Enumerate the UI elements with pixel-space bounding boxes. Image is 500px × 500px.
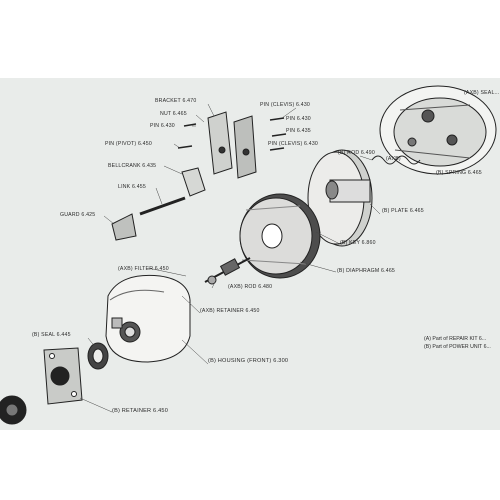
pins-part [177, 117, 287, 151]
label-b-housing-front: (B) HOUSING (FRONT) 6.300 [208, 358, 289, 364]
label-pin-pivot: PIN (PIVOT) 6.450 [105, 141, 152, 147]
label-bracket: BRACKET 6.470 [155, 98, 197, 104]
label-b-rod: (B) ROD 6.490 [338, 150, 375, 156]
gear-part [0, 395, 27, 425]
note-power-unit: (B) Part of POWER UNIT 6... [424, 344, 491, 350]
rear-housing-part [379, 85, 497, 175]
label-guard: GUARD 6.425 [60, 212, 96, 218]
exploded-view-drawing [0, 85, 497, 425]
note-repair-kit: (A) Part of REPAIR KIT 6... [424, 336, 487, 342]
label-axb-mid: (AXB) [386, 156, 401, 162]
label-pin-3: PIN 6.430 [286, 116, 311, 122]
bellcrank-part [181, 167, 206, 197]
diaphragm-part [239, 193, 321, 279]
label-b-retainer: (B) RETAINER 6.450 [112, 408, 169, 414]
seal-ring-part [87, 342, 109, 370]
bracket-part [207, 111, 257, 179]
link-part [139, 196, 186, 216]
plate-part [307, 149, 373, 247]
label-b-spring: (B) SPRING 6.465 [436, 170, 482, 176]
label-link: LINK 6.455 [118, 184, 146, 190]
label-axb-retainer: (AXB) RETAINER 6.450 [200, 308, 260, 314]
parts-diagram-sheet: BRACKET 6.470 NUT 6.465 PIN 6.430 PIN (P… [0, 78, 500, 430]
label-axb-rod: (AXB) ROD 6.480 [228, 284, 273, 290]
rod-assembly-part [204, 257, 251, 285]
label-pin-4: PIN 6.435 [286, 128, 311, 134]
label-nut: NUT 6.465 [160, 111, 187, 117]
label-b-plate: (B) PLATE 6.465 [382, 208, 424, 214]
guard-part [111, 213, 137, 241]
label-b-diaphragm: (B) DIAPHRAGM 6.465 [337, 268, 395, 274]
label-axb-top-right: (AXB) SEAL... [464, 90, 500, 96]
leader-lines [79, 103, 381, 413]
label-bellcrank: BELLCRANK 6.435 [108, 163, 157, 169]
label-pin-clevis-1: PIN (CLEVIS) 6.430 [260, 102, 311, 108]
label-pin: PIN 6.430 [150, 123, 175, 129]
label-pin-clevis-2: PIN (CLEVIS) 6.430 [268, 141, 319, 147]
spring-part [371, 155, 421, 165]
front-housing-part [105, 274, 191, 363]
label-b-seal: (B) SEAL 6.445 [32, 332, 71, 338]
label-b-key: (B) KEY 6.860 [340, 240, 376, 246]
retainer-plate-part [43, 347, 83, 405]
label-axb-filter: (AXB) FILTER 6.450 [118, 266, 169, 272]
